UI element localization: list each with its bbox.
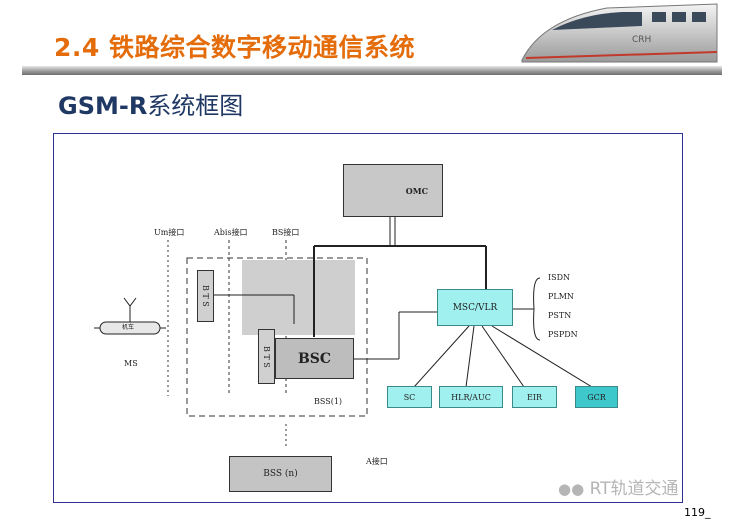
watermark: ●● RT轨道交通 <box>558 474 679 499</box>
network-pstn: PSTN <box>548 311 572 320</box>
slide-subtitle: GSM-R系统框图 <box>58 86 243 121</box>
bts-bottom-box: B T S <box>258 329 275 384</box>
bts-bottom-label: B T S <box>262 345 271 368</box>
subtitle-prefix: GSM-R <box>58 92 148 120</box>
bssn-label: BSS (n) <box>263 469 298 479</box>
sc-label: SC <box>403 392 416 402</box>
gcr-label: GCR <box>587 392 606 402</box>
bts-top-label: B T S <box>201 285 210 307</box>
page-number: 119_ <box>684 506 711 519</box>
ms-label: MS <box>124 359 138 368</box>
msc-vlr-box: MSC/VLR <box>437 289 513 326</box>
subtitle-suffix: 系统框图 <box>147 92 244 120</box>
eir-box: EIR <box>512 386 557 408</box>
network-isdn: ISDN <box>548 273 571 282</box>
header-divider <box>22 66 722 75</box>
um-interface-label: Um接口 <box>154 228 185 237</box>
train-logo-text: CRH <box>632 35 651 45</box>
bssn-box: BSS (n) <box>229 456 332 492</box>
bss1-label: BSS(1) <box>314 397 343 406</box>
bsc-label: BSC <box>297 350 332 367</box>
a-interface-label: A接口 <box>366 457 388 466</box>
bts-top-box: B T S <box>197 270 214 322</box>
slide-title: 2.4 铁路综合数字移动通信系统 <box>54 33 415 62</box>
network-pspdn: PSPDN <box>548 330 578 339</box>
hlr-auc-label: HLR/AUC <box>451 392 491 402</box>
wechat-icon: ●● <box>558 480 585 498</box>
sc-box: SC <box>387 386 432 408</box>
train-logo: CRH <box>512 0 722 70</box>
omc-box: OMC <box>343 164 443 217</box>
hlr-auc-box: HLR/AUC <box>439 386 503 408</box>
abis-interface-label: Abis接口 <box>214 228 248 237</box>
bsc-box: BSC <box>275 338 354 379</box>
bss1-frame <box>186 257 368 417</box>
watermark-text: RT轨道交通 <box>589 479 679 499</box>
gcr-box: GCR <box>575 386 618 408</box>
omc-label: OMC <box>405 185 428 196</box>
bs-interface-label: BS接口 <box>272 228 300 237</box>
vehicle-label: 机车 <box>122 324 135 331</box>
bsc-region <box>242 260 355 335</box>
gsmr-block-diagram: OMC Um接口 Abis接口 BS接口 B T S B T S BSC BSS… <box>53 133 683 503</box>
network-plmn: PLMN <box>548 292 574 301</box>
msc-vlr-label: MSC/VLR <box>452 302 498 313</box>
eir-label: EIR <box>526 392 543 402</box>
